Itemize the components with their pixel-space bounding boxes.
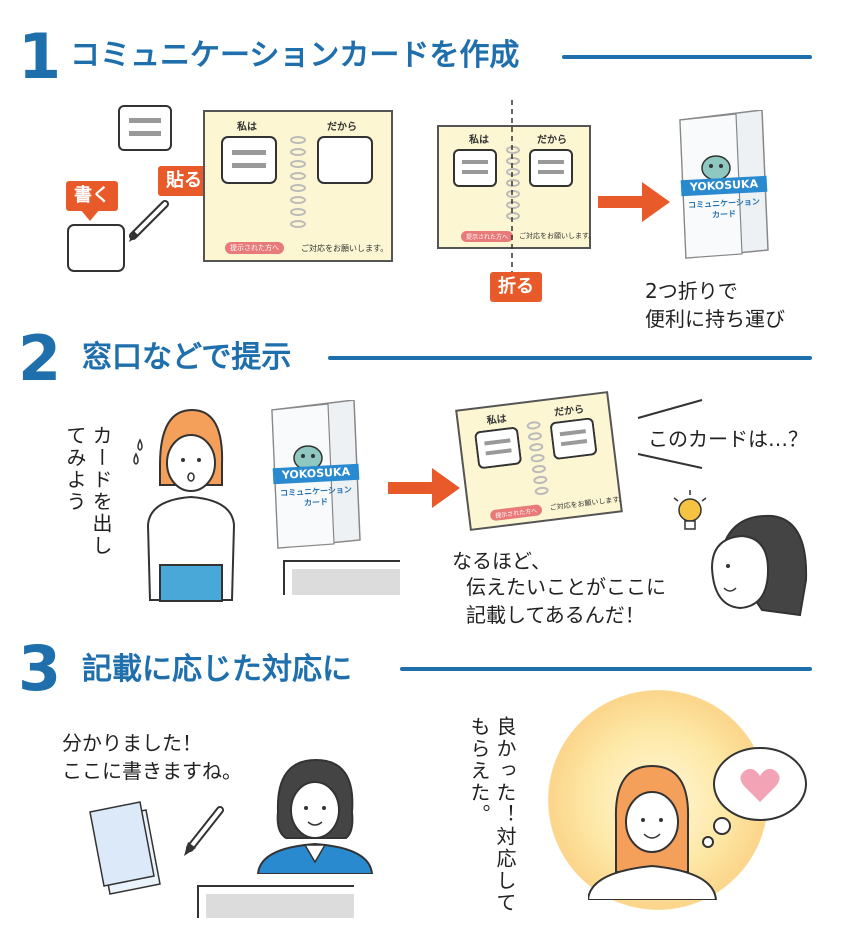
arrow-right-icon-2 [388,468,460,508]
surprise-icon [133,438,143,465]
lightbulb-icon [673,490,707,530]
heart-icon [740,768,780,802]
card-spiral [290,136,306,228]
staff-line2: ここに書きますね。 [62,759,242,783]
empty-slot [317,136,373,184]
fold-tag: 折る [490,272,542,302]
woman-presenting [146,408,236,602]
step-1-title: コミュニケーションカードを作成 [70,38,520,73]
caption-line1: 2つ折りで [645,279,738,303]
card3-label-left: 私は [486,413,508,428]
open-card-tilted: 私は だから 提示された方へ ご対応をお願いします。 [455,391,627,531]
step-2-title: 窓口などで提示 [82,340,292,375]
pen-icon [129,200,169,242]
step-3-rule [400,667,812,671]
arrow-right-icon [598,182,670,222]
card3-spiral [526,421,549,495]
card-label-right: だから [327,122,357,133]
pen-icon-2 [184,806,224,856]
card3-note-left [474,427,522,469]
step-1-rule [562,55,812,59]
card3-footer-text: ご対応をお願いします。 [549,494,627,513]
card2-footer-text: ご対応をお願いします。 [519,232,596,240]
card2-footer-badge: 提示された方へ [461,231,514,242]
step2-vertical-text: カードを出してみよう [63,425,113,557]
caption-line2: 便利に持ち運び [645,307,785,331]
staff-line1: 分かりました！ [62,731,202,755]
step-3-number: 3 [18,632,62,705]
write-tag-pointer [80,209,100,221]
card3-footer-badge: 提示された方へ [489,504,543,522]
open-card-large: 私は だから 提示された方へ ご対応をお願いします。 [203,110,393,262]
fold-line [511,100,513,272]
reply-line3: 記載してあるんだ！ [466,603,645,627]
papers-icon [89,801,161,895]
card-label-left: 私は [237,122,257,133]
step-2-number: 2 [18,322,62,395]
card2-spiral [506,146,520,220]
thought-bubble [702,747,807,848]
paste-tag: 貼る [158,166,210,196]
card2-note-right [529,149,573,187]
step3-vertical-text: 良かった！対応してもらえた。 [467,716,517,914]
step-1-number: 1 [18,20,62,93]
speech-lines [637,399,703,469]
counter-desk [283,560,400,595]
write-tag: 書く [66,181,118,211]
blank-note-icon [67,224,125,272]
card-footer-text: ご対応をお願いします。 [301,244,389,253]
staff-head-thinking [710,514,808,617]
open-card-fold: 私は だから 提示された方へ ご対応をお願いします。 [437,125,595,249]
card3-note-right [550,417,597,460]
speech-line: このカードは…？ [648,427,808,451]
step-3-title: 記載に応じた対応に [82,652,352,687]
counter-desk-2 [197,885,354,918]
reply-line2: 伝えたいことがここに [466,575,666,599]
card2-label-right: だから [537,135,567,146]
note-icon [118,105,172,151]
staff-person [256,758,374,874]
pasted-note [221,136,277,184]
step-2-rule [328,356,812,360]
reply-line1: なるほど、 [452,549,551,573]
card3-label-right: だから [553,404,585,419]
woman-happy [588,764,718,900]
card-footer-badge: 提示された方へ [225,242,284,254]
card2-label-left: 私は [469,135,489,146]
card2-note-left [453,149,497,187]
